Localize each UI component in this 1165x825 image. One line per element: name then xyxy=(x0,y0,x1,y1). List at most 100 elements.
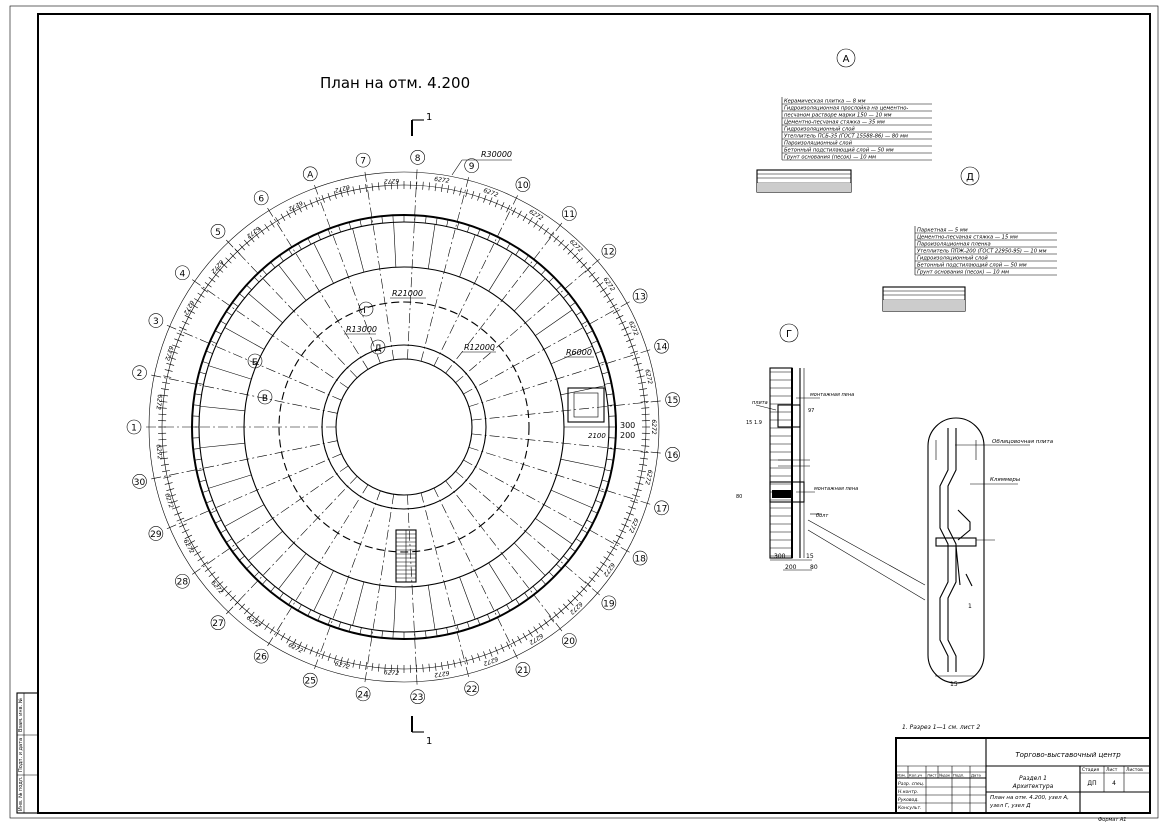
window-mullion xyxy=(506,243,511,250)
elevator-box xyxy=(567,387,605,423)
window-mullion xyxy=(214,519,222,524)
dimension-text: 6272 xyxy=(627,517,640,534)
dimension-tick xyxy=(630,500,639,504)
window-mullion xyxy=(199,479,207,483)
axis-bubble-label: 6 xyxy=(258,194,264,204)
grid-radials xyxy=(146,169,661,685)
dimension-tick xyxy=(567,599,574,606)
dimension-tick xyxy=(618,320,627,325)
dimension-tick xyxy=(187,540,195,545)
dimension-tick xyxy=(384,664,386,673)
dimension-tick xyxy=(225,590,232,597)
dimension-text: 6272 xyxy=(627,320,640,337)
dimension-tick xyxy=(584,267,592,273)
axis-bubble-label: 23 xyxy=(412,693,423,703)
dimension-tick xyxy=(528,217,533,225)
dimension-tick xyxy=(309,199,314,208)
window-mullion xyxy=(456,222,460,230)
title-block-sheets-header: Листов xyxy=(1126,767,1143,773)
window-mullion xyxy=(532,586,538,592)
dimension-tick xyxy=(244,239,250,247)
dimension-tick xyxy=(352,186,355,195)
axis-bubble: 8 xyxy=(410,150,425,165)
axis-bubble: 24 xyxy=(355,686,371,702)
dimension-tick xyxy=(340,189,343,198)
detail-a-layer-text: Керамическая плитка — 8 мм xyxy=(784,99,866,105)
dimension-tick xyxy=(179,326,187,331)
window-mullion xyxy=(253,571,260,578)
window-mullion xyxy=(348,624,352,632)
axis-bubble: 9 xyxy=(464,158,479,173)
window-mullion xyxy=(606,458,614,461)
dimension-tick xyxy=(303,644,308,652)
detail-d-layer-text: Гидроизоляционный слой xyxy=(917,256,988,262)
title-block-stage-header: Стадия xyxy=(1082,767,1100,773)
room-wall xyxy=(514,542,546,576)
window-mullion xyxy=(226,311,233,316)
axis-bubble: 6 xyxy=(253,190,269,206)
window-mullion xyxy=(575,311,582,316)
title-block-format: Формат А1 xyxy=(1098,817,1126,823)
room-wall xyxy=(427,585,436,630)
window-mullion xyxy=(456,624,460,632)
dimension-tick xyxy=(239,603,245,611)
dimension-text: 6272 xyxy=(334,183,351,194)
window-mullion xyxy=(199,371,207,375)
axis-bubble-label: 28 xyxy=(177,578,189,588)
axis-bubble-label: 25 xyxy=(305,677,316,687)
window-mullion xyxy=(532,262,538,268)
window-mullion xyxy=(563,293,569,299)
dimension-tick xyxy=(169,350,178,354)
room-wall xyxy=(550,345,593,365)
dimension-text: 6272 xyxy=(482,187,499,199)
dimension-tick xyxy=(588,271,596,278)
dimension-tick xyxy=(321,651,325,659)
dimension-tick xyxy=(517,210,522,218)
title-block-col-header: Лист xyxy=(927,773,937,778)
detail-clip-label-plate: Облицовочная плита xyxy=(992,439,1054,445)
detail-g-dim-8: 80 xyxy=(736,494,742,500)
dimension-tick xyxy=(637,470,646,473)
dimension-tick xyxy=(563,243,569,251)
dimension-tick xyxy=(229,252,236,259)
grid-axis-line xyxy=(151,440,338,480)
section-mark-bottom-label: 1 xyxy=(426,736,432,747)
radius-label-r5: R6000 xyxy=(564,348,594,358)
inner-axis-d: Д xyxy=(370,339,386,355)
dimension-tick xyxy=(248,235,255,243)
stair-block xyxy=(395,529,417,583)
window-mullion xyxy=(220,320,227,325)
room-wall xyxy=(459,234,476,278)
axis-bubble-label: 17 xyxy=(656,504,667,514)
dimension-tick xyxy=(636,375,645,378)
title-block-desc-1: План на отм. 4.200, узел А, xyxy=(990,795,1069,801)
detail-a-layer-text: Гидроизоляционный слой xyxy=(784,127,855,133)
dimension-tick xyxy=(163,375,172,378)
dimension-tick xyxy=(275,217,280,225)
dimension-tick xyxy=(563,603,569,611)
dimension-tick xyxy=(371,183,374,192)
dimension-tick xyxy=(494,646,499,655)
dimension-tick xyxy=(609,545,618,551)
window-mullion xyxy=(581,529,588,534)
axis-bubble-label: 24 xyxy=(357,690,369,700)
dimension-tick xyxy=(633,363,642,366)
window-mullion xyxy=(595,350,603,354)
window-mullion xyxy=(524,255,529,262)
detail-d-layer-text: Пароизоляционная пленка xyxy=(917,242,991,248)
dimension-tick xyxy=(176,517,185,522)
title-block-desc-2: узел Г, узел Д xyxy=(989,803,1031,809)
dimension-tick xyxy=(623,332,632,337)
axis-bubble: 17 xyxy=(654,500,669,516)
section-mark-top-label: 1 xyxy=(426,112,432,123)
axis-bubble-label: 16 xyxy=(667,451,679,461)
dimension-tick xyxy=(459,187,462,196)
dimension-tick xyxy=(303,202,308,210)
dimension-tick xyxy=(453,659,456,668)
window-mullion xyxy=(202,490,210,493)
grid-axis-line xyxy=(445,480,563,632)
window-mullion xyxy=(239,293,245,299)
grid-axis-line xyxy=(192,465,349,575)
dimension-tick xyxy=(259,619,265,627)
